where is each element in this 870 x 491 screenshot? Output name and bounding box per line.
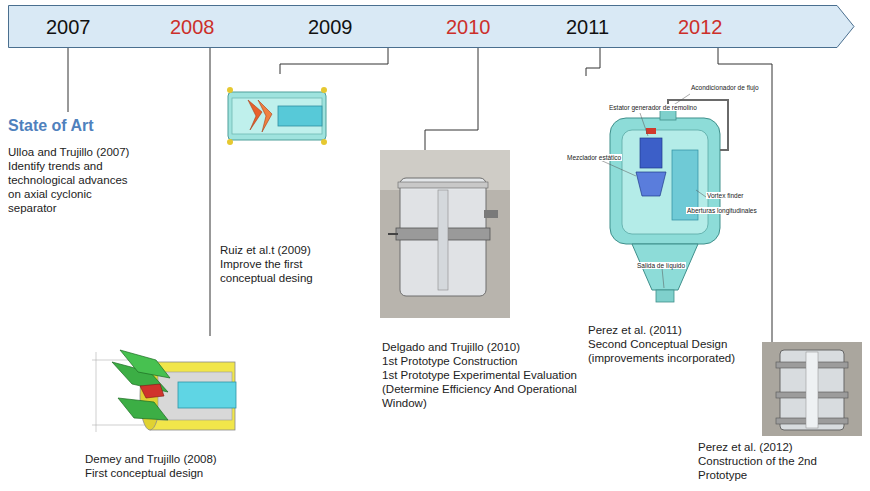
timeline-note: Second Conceptual Design (improvements i… [588, 337, 758, 365]
housing [228, 92, 326, 140]
vane [120, 350, 170, 378]
timeline-note: Identify trends and technological advanc… [8, 159, 140, 215]
rod [388, 233, 398, 235]
photo-ground [380, 150, 510, 318]
outlet-cone [632, 244, 698, 290]
blade [248, 100, 262, 130]
timeline-note: First conceptual design [85, 466, 203, 480]
label-leaders [598, 94, 706, 288]
part-label: Vortex finder [706, 192, 745, 199]
liquid-outlet [656, 290, 674, 302]
timeline-note: Demey and Trujillo (2008) [85, 452, 217, 466]
main-body [610, 118, 720, 244]
ruiz-concept-drawing [224, 78, 330, 150]
part-label: Acondicionador de flujo [690, 84, 760, 91]
part-label: Estator generador de remolino [608, 104, 698, 111]
vortex-tube [178, 382, 236, 408]
inner-tube [806, 352, 818, 428]
year-label: 2011 [566, 16, 609, 38]
bolt [321, 87, 327, 93]
part-label: Aberturas longitudinales [686, 207, 758, 214]
vane [118, 398, 168, 420]
demey-concept-drawing [92, 350, 236, 432]
timeline-band: 2007 2008 2009 2010 2011 2012 [8, 5, 855, 48]
fitting [484, 210, 498, 218]
part-label: Mezclador estático [566, 154, 622, 161]
photo-wall [380, 150, 510, 190]
year-label: 2012 [678, 16, 723, 38]
timeline-note: Ruiz et al.t (2009) [220, 243, 311, 257]
part-label: Salida de líquido [636, 262, 686, 269]
timeline-note: Perez et al. (2011) [588, 323, 682, 337]
timeline-note: 1st Prototype Construction [382, 354, 518, 368]
bolt [227, 87, 233, 93]
timeline-note: Delgado and Trujillo (2010) [382, 340, 520, 354]
flange [398, 182, 488, 188]
tube [278, 106, 322, 126]
leader-line [68, 48, 69, 112]
blade [258, 100, 272, 132]
arrow-band-outline [9, 6, 855, 48]
leader-lines [68, 48, 772, 342]
year-label: 2009 [308, 16, 353, 38]
inner-tube [438, 190, 448, 290]
year-label: 2008 [170, 16, 215, 38]
timeline-note: 1st Prototype Experimental Evaluation (D… [382, 368, 612, 410]
static-mixer [636, 172, 666, 196]
year-label: 2010 [446, 16, 491, 38]
conditioner-part [646, 128, 656, 134]
chamber [232, 98, 322, 134]
image-ground [224, 78, 330, 150]
perez-second-prototype-photo [762, 342, 862, 436]
leader-line [425, 48, 478, 150]
timeline-note: Improve the first conceptual desing [220, 257, 338, 285]
leader-line [210, 48, 211, 336]
section-heading: State of Art [8, 116, 94, 136]
leader-line [280, 48, 388, 74]
inner-chamber [622, 130, 708, 234]
swirl-stator [640, 138, 662, 168]
timeline-note: Construction of the 2nd Prototype [698, 454, 833, 482]
timeline-note: Perez et al. (2012) [698, 440, 793, 454]
bolt [321, 139, 327, 145]
bolt [227, 139, 233, 145]
timeline-note: Ulloa and Trujillo (2007) [8, 145, 129, 159]
hub [140, 384, 164, 398]
arrow-band-shape [8, 5, 855, 48]
photo-ground [762, 342, 862, 436]
year-label: 2007 [46, 16, 91, 38]
delgado-prototype-photo [380, 150, 510, 318]
leader-line [586, 48, 600, 76]
